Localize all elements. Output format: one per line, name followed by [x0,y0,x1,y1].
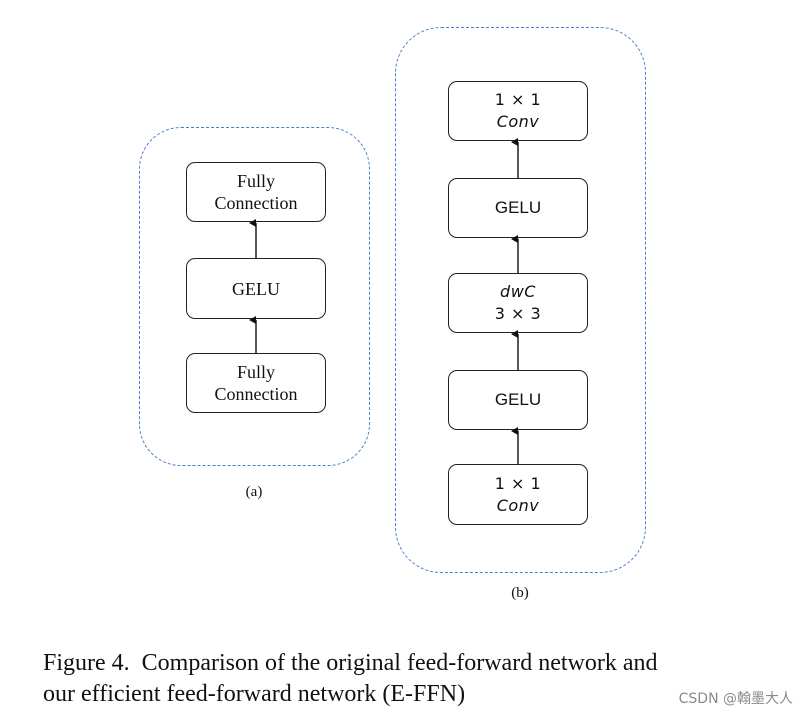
diagram-b-container [395,27,646,573]
gelu-block-b-top: GELU [448,178,588,238]
fully-connection-block-top: Fully Connection [186,162,326,222]
figure-caption: Figure 4. Comparison of the original fee… [43,648,743,710]
block-label-line1: 1 × 1 [494,473,542,493]
diagram-b-label: (b) [511,585,529,601]
block-label-line1: Fully [236,171,275,191]
diagram-a-label: (a) [245,484,263,500]
caption-line-2: our efficient feed-forward network (E-FF… [43,681,466,707]
dwconv-3x3-block: dwC 3 × 3 [448,273,588,333]
fully-connection-block-bottom: Fully Connection [186,353,326,413]
block-label: GELU [494,198,542,217]
block-label-line1: 1 × 1 [494,90,542,109]
block-label-line2: Connection [214,193,298,213]
diagram-a-container [139,127,370,466]
block-label-line2: Conv [496,112,540,131]
conv-1x1-block-top: 1 × 1 Conv [448,81,588,141]
block-label-line1: dwC [500,282,536,301]
block-label-line2: Conv [496,495,540,515]
csdn-watermark: CSDN @翰墨大人 [678,691,793,707]
gelu-block-a: GELU [186,258,326,319]
block-label-line2: Connection [214,384,298,404]
block-label: GELU [494,390,542,409]
block-label-line1: Fully [236,362,275,382]
block-label: GELU [232,278,280,299]
block-label-line2: 3 × 3 [494,304,542,323]
caption-line-1: Figure 4. Comparison of the original fee… [43,650,658,676]
conv-1x1-block-bottom: 1 × 1 Conv [448,464,588,525]
gelu-block-b-bottom: GELU [448,370,588,430]
